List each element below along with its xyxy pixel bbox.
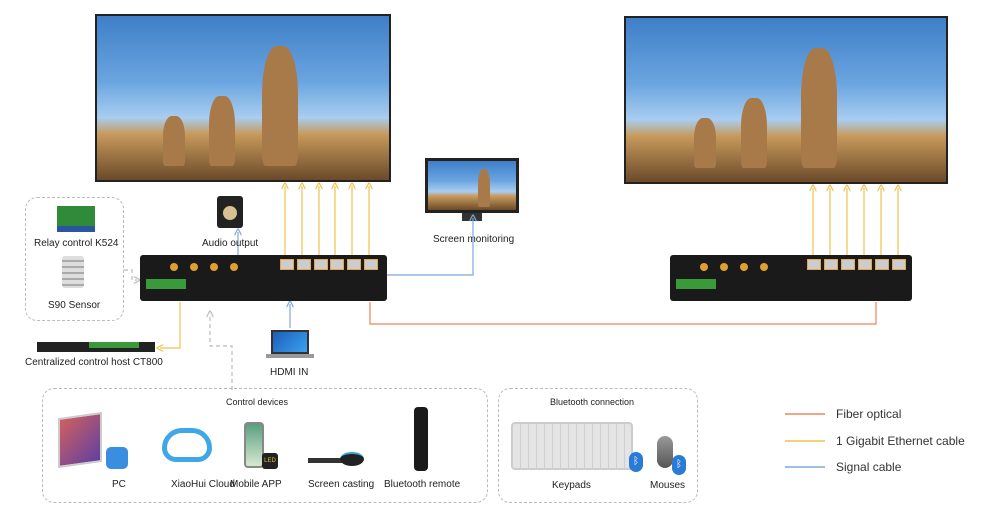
control-devices-group xyxy=(42,388,488,503)
bluetooth-icon: ᛒ xyxy=(672,455,686,475)
sensor-group xyxy=(25,197,124,321)
led-app-icon: LED xyxy=(262,453,278,469)
audio-output-label: Audio output xyxy=(202,238,259,249)
screen-casting-label: Screen casting xyxy=(308,479,375,490)
pc-app-icon xyxy=(106,447,128,469)
legend-ethernet: 1 Gigabit Ethernet cable xyxy=(836,434,965,448)
cloud-icon xyxy=(162,428,212,462)
led-display-left xyxy=(95,14,391,182)
sensor-label: S90 Sensor xyxy=(48,300,101,311)
led-controller-main xyxy=(140,255,387,301)
speaker-icon xyxy=(217,196,243,228)
laptop-icon xyxy=(271,330,309,354)
legend-signal: Signal cable xyxy=(836,460,902,474)
mobile-app-label: Mobile APP xyxy=(230,479,282,490)
legend-fiber: Fiber optical xyxy=(836,407,902,421)
monitoring-screen xyxy=(425,158,519,213)
ct800-device xyxy=(37,342,155,352)
bluetooth-icon: ᛒ xyxy=(629,452,643,472)
hdmi-in-label: HDMI IN xyxy=(270,367,309,378)
xiaohui-cloud-label: XiaoHui Cloud xyxy=(171,479,235,490)
pc-label: PC xyxy=(112,479,126,490)
mouses-label: Mouses xyxy=(650,480,686,491)
led-display-right xyxy=(624,16,948,184)
ct800-label: Centralized control host CT800 xyxy=(25,357,163,368)
bluetooth-remote-label: Bluetooth remote xyxy=(384,479,461,490)
screen-casting-dongle-icon xyxy=(308,458,342,463)
keyboard-icon xyxy=(511,422,633,470)
pc-laptop-icon xyxy=(58,411,102,469)
led-controller-secondary xyxy=(670,255,912,301)
sensor-icon xyxy=(62,256,84,288)
relay-board-icon xyxy=(57,206,95,232)
bluetooth-group xyxy=(498,388,698,503)
bluetooth-remote-icon xyxy=(414,407,428,471)
control-devices-title: Control devices xyxy=(226,397,289,407)
relay-label: Relay control K524 xyxy=(34,238,119,249)
keypads-label: Keypads xyxy=(552,480,591,491)
bluetooth-title: Bluetooth connection xyxy=(550,397,635,407)
mobile-phone-icon xyxy=(244,422,264,468)
mouse-icon xyxy=(657,436,673,468)
